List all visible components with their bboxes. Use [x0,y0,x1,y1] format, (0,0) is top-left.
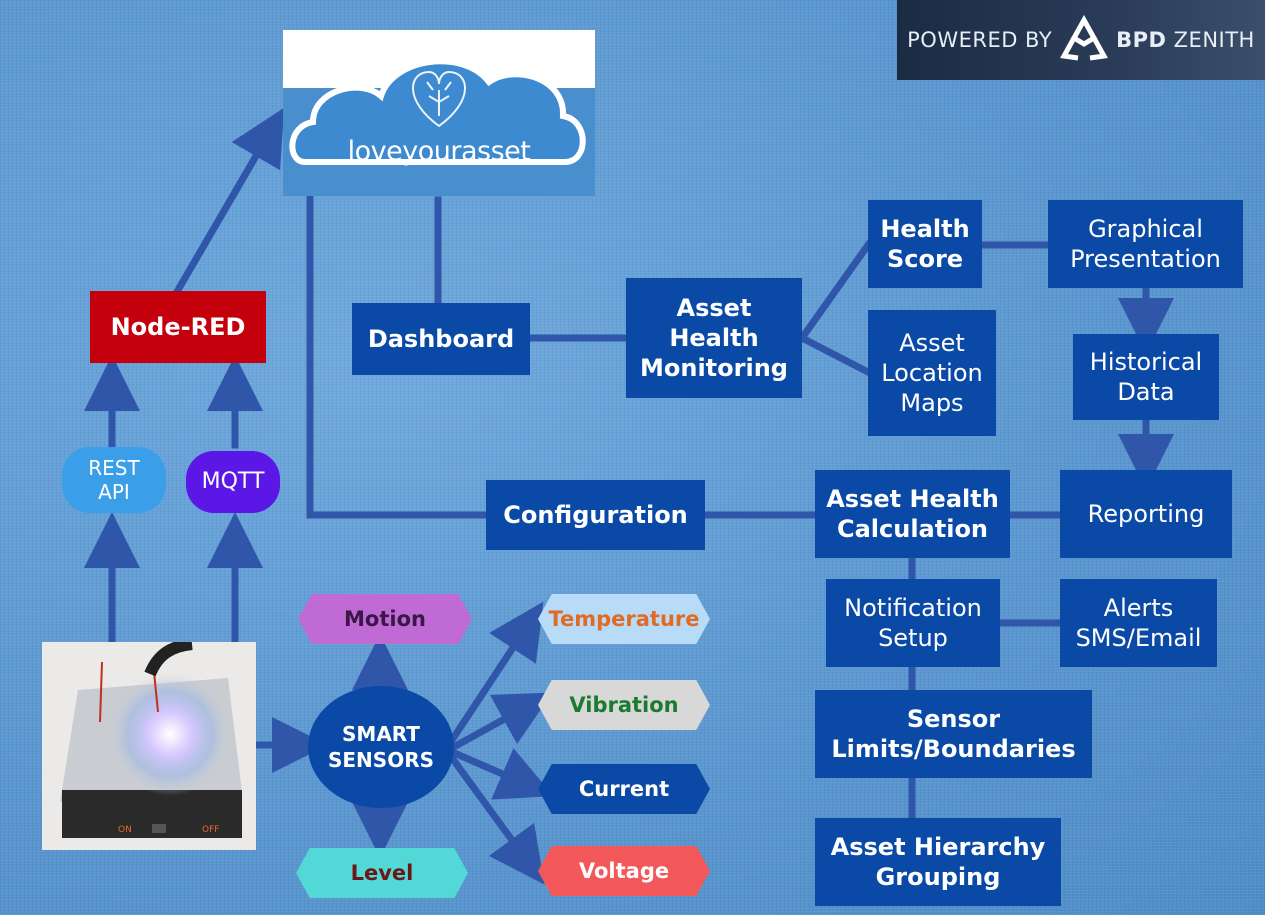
health-score-box: Health Score [868,200,982,288]
configuration-box: Configuration [486,480,705,550]
powered-by-text: POWERED BY [907,28,1053,52]
graphical-presentation-box: Graphical Presentation [1048,200,1243,288]
brand-name-rest: ZENITH [1166,28,1255,52]
historical-data-box: Historical Data [1073,334,1219,420]
sensor-device-image: ON OFF [42,642,256,850]
sensor-device-icon: ON OFF [42,642,256,850]
brand-name-bold: BPD [1116,28,1167,52]
reporting-box: Reporting [1060,470,1232,558]
alerts-box: Alerts SMS/Email [1060,579,1217,667]
sensor-motion: Motion [298,594,472,644]
asset-health-calculation-box: Asset Health Calculation [815,470,1010,558]
dashboard-box: Dashboard [352,303,530,375]
loveyourasset-label: loveyourasset [347,136,531,167]
device-off-label: OFF [202,825,219,835]
arrow-to-temperature [447,601,544,745]
arrow-nodered-to-cloud [173,107,285,295]
sensor-temperature: Temperature [538,594,710,644]
asset-location-maps-box: Asset Location Maps [868,310,996,436]
sensor-limits-box: Sensor Limits/Boundaries [815,690,1092,778]
sensor-level: Level [296,848,468,898]
arrow-to-current [447,747,554,800]
loveyourasset-cloud-panel: loveyourasset [283,30,595,196]
asset-health-monitoring-box: Asset Health Monitoring [626,278,802,398]
line-cloud-to-configuration [306,192,492,519]
arrow-to-voltage [447,753,545,885]
sensor-voltage: Voltage [538,846,710,896]
smart-sensors-node: SMART SENSORS [308,686,454,808]
sensor-vibration: Vibration [538,680,710,730]
bpd-logo-icon [1060,14,1109,61]
device-on-label: ON [118,825,132,835]
powered-by-banner: POWERED BY BPD ZENITH [897,0,1265,80]
notification-setup-box: Notification Setup [826,579,1000,667]
line-monitoring-to-score [797,240,873,343]
asset-hierarchy-box: Asset Hierarchy Grouping [815,818,1061,906]
cloud-icon [283,30,595,196]
arrow-to-vibration [447,692,553,753]
line-monitoring-to-maps [797,333,873,377]
sensor-current: Current [538,764,710,814]
mqtt-badge: MQTT [186,451,280,513]
rest-api-badge: REST API [62,447,166,513]
node-red-box: Node-RED [90,291,266,363]
